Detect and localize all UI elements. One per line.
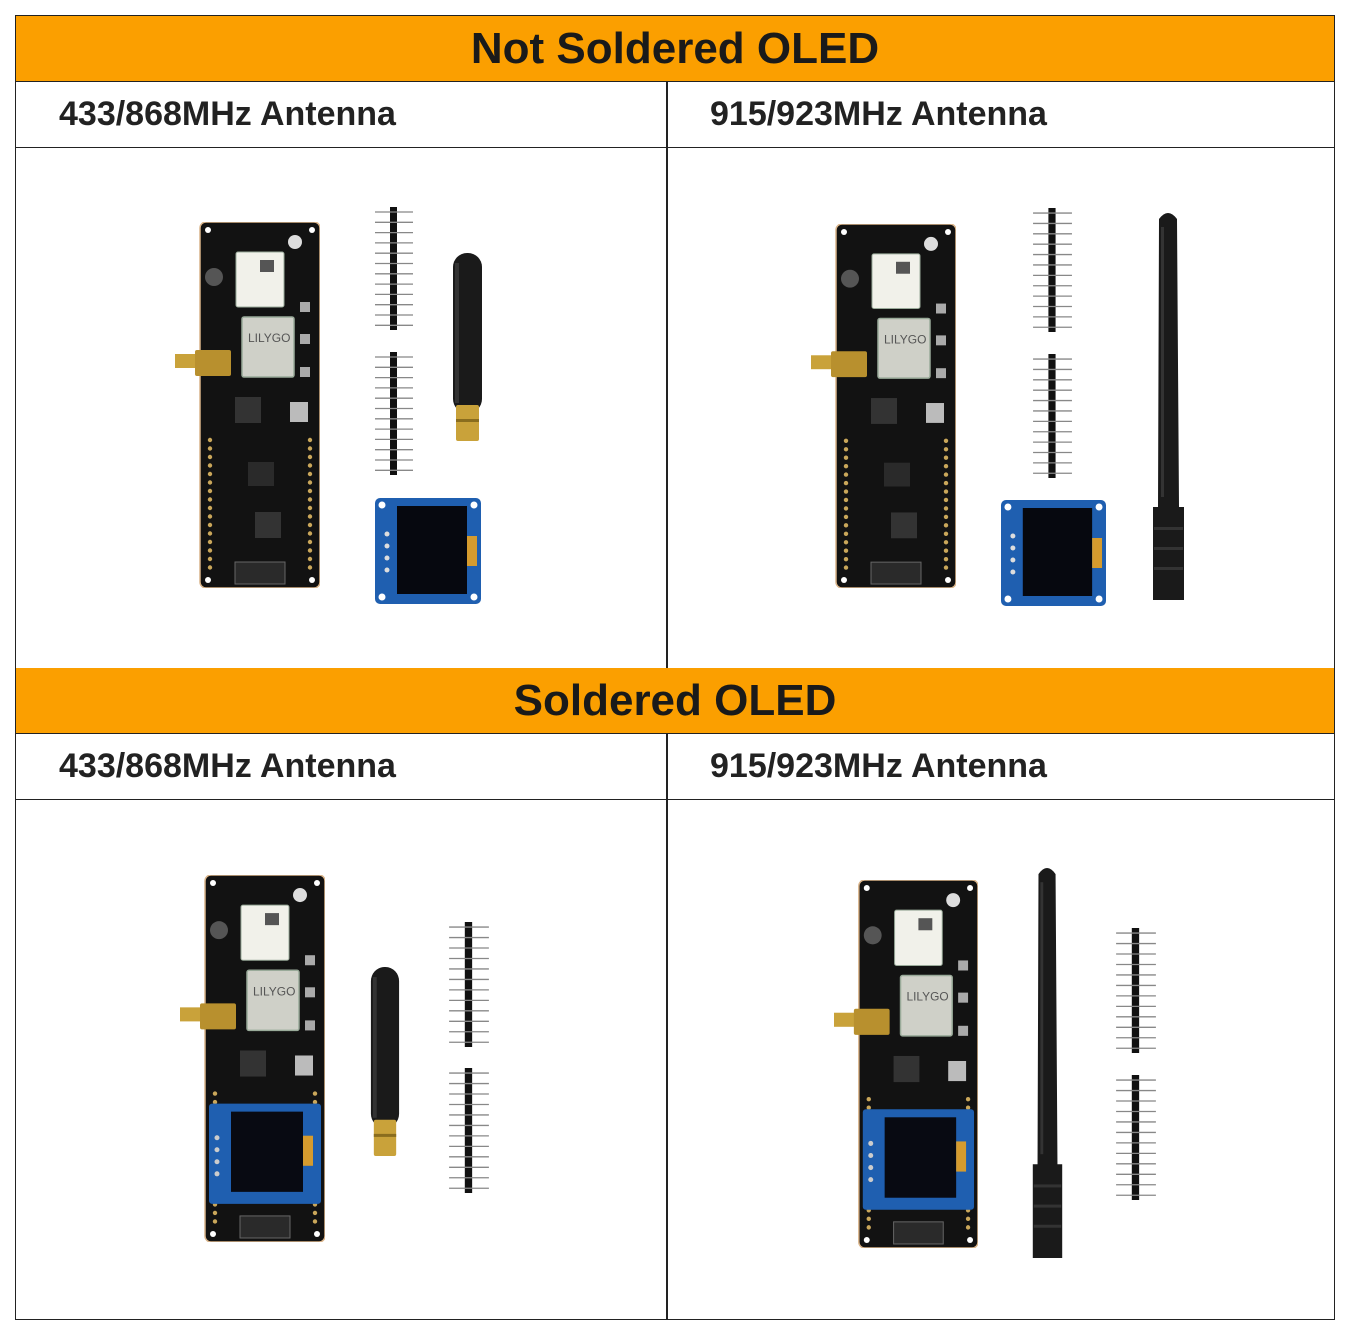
pin-header: [1114, 1075, 1158, 1200]
pin-header: [447, 922, 491, 1047]
product-image-soldered-433: LILYGO: [16, 801, 666, 1319]
column-divider: [666, 734, 668, 1320]
pin-header: [373, 352, 415, 475]
column-divider: [666, 82, 668, 668]
section-header-not-soldered: Not Soldered OLED: [16, 16, 1334, 82]
short-antenna: [368, 967, 402, 1157]
product-variant-table: Not Soldered OLED 433/868MHz Antenna 915…: [15, 15, 1335, 1320]
tbeam-board-with-oled: LILYGO: [180, 875, 325, 1242]
tbeam-board-with-oled: LILYGO: [834, 880, 978, 1248]
svg-text:LILYGO: LILYGO: [248, 331, 290, 345]
column-label-433-868: 433/868MHz Antenna: [16, 734, 666, 800]
short-antenna: [450, 253, 485, 442]
oled-module: [1001, 500, 1106, 606]
long-antenna: [1029, 862, 1066, 1258]
svg-text:LILYGO: LILYGO: [253, 984, 295, 998]
column-label-915-923: 915/923MHz Antenna: [667, 734, 1335, 800]
product-image-not-soldered-915: LILYGO: [668, 149, 1335, 667]
tbeam-board: LILYGO: [175, 222, 320, 588]
product-image-soldered-915: LILYGO: [668, 801, 1335, 1319]
pin-header: [373, 207, 415, 330]
oled-module: [375, 498, 481, 604]
svg-text:LILYGO: LILYGO: [906, 990, 948, 1004]
tbeam-board: LILYGO: [811, 224, 956, 588]
pin-header: [1031, 354, 1074, 478]
svg-text:LILYGO: LILYGO: [884, 332, 926, 346]
column-label-433-868: 433/868MHz Antenna: [16, 82, 666, 148]
long-antenna: [1149, 207, 1188, 600]
pin-header: [1114, 928, 1158, 1053]
pin-header: [447, 1068, 491, 1193]
section-header-soldered: Soldered OLED: [16, 668, 1334, 734]
pin-header: [1031, 208, 1074, 332]
column-label-915-923: 915/923MHz Antenna: [667, 82, 1335, 148]
product-image-not-soldered-433: LILYGO: [16, 149, 666, 667]
